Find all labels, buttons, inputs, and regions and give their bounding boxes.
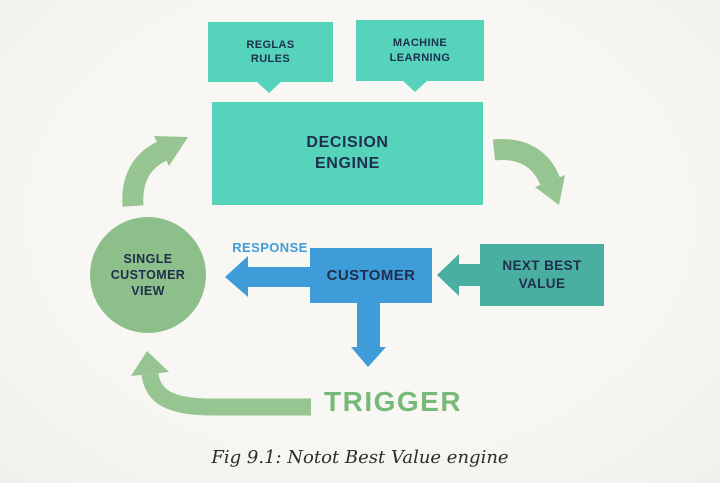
node-label-line: CUSTOMER — [326, 266, 416, 284]
figure-caption: Fig 9.1: Notot Best Value engine — [211, 447, 509, 468]
arrow-customer-to-trigger — [351, 303, 386, 367]
node-label-line: REGLAS — [246, 38, 295, 51]
bubble-pointer-machine-learning — [402, 80, 428, 92]
edge-label-trigger: TRIGGER — [324, 386, 463, 417]
node-label-line: MACHINE — [392, 37, 448, 50]
node-machine-learning: MACHINE LEARNING — [356, 20, 484, 81]
node-reglas-rules: REGLAS RULES — [208, 22, 333, 82]
arrow-next-best-value-to-customer — [437, 254, 480, 296]
node-label-line: LEARNING — [389, 51, 451, 64]
node-label-line: NEXT BEST — [502, 258, 582, 274]
node-label-line: SINGLE — [123, 251, 173, 266]
node-label-line: ENGINE — [315, 154, 380, 172]
arrow-response-customer-to-scv — [225, 256, 310, 297]
node-next-best-value: NEXT BEST VALUE — [480, 244, 604, 306]
bubble-pointer-reglas — [256, 81, 282, 93]
arrow-trigger-to-scv — [131, 351, 311, 416]
node-label-line: VALUE — [518, 276, 566, 291]
node-label-line: CUSTOMER — [110, 267, 186, 282]
arrow-scv-to-decision-engine — [122, 136, 188, 207]
node-decision-engine: DECISION ENGINE — [212, 102, 483, 205]
edge-label-response: RESPONSE — [232, 240, 308, 255]
node-label-line: VIEW — [131, 284, 165, 299]
node-label-line: DECISION — [306, 133, 389, 151]
node-customer: CUSTOMER — [310, 248, 432, 303]
node-label-line: RULES — [250, 53, 291, 65]
node-single-customer-view: SINGLE CUSTOMER VIEW — [90, 217, 206, 333]
arrow-decision-engine-to-next-best-value — [492, 139, 565, 205]
